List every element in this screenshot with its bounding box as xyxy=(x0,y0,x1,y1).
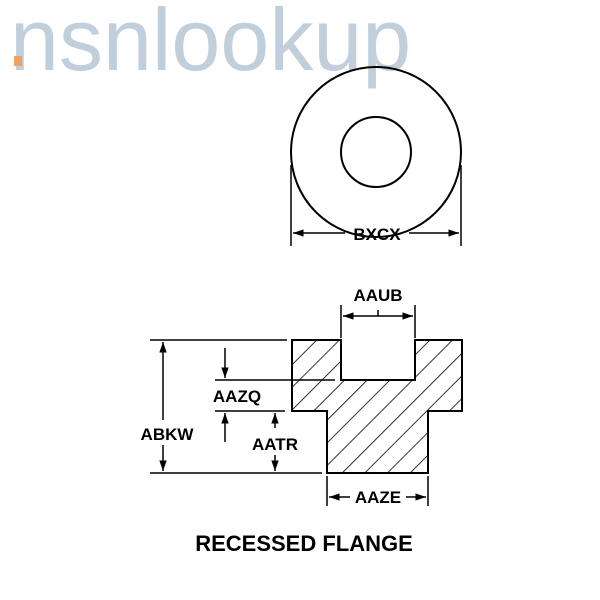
top-view xyxy=(290,66,462,246)
section-view xyxy=(291,339,463,474)
dimension-label-aaze: AAZE xyxy=(355,488,401,507)
dimension-label-abkw: ABKW xyxy=(141,425,195,444)
watermark-dot xyxy=(14,56,22,66)
dimension-label-aazq: AAZQ xyxy=(213,387,261,406)
dimension-label-aaub: AAUB xyxy=(353,286,402,305)
diagram-title: RECESSED FLANGE xyxy=(195,531,413,556)
outer-circle xyxy=(290,66,462,238)
dimension-label-aatr: AATR xyxy=(252,435,298,454)
inner-circle xyxy=(340,116,412,188)
dimension-lines xyxy=(150,305,429,506)
dimension-label-bxcx: BXCX xyxy=(353,225,401,244)
watermark-text: nsnlookup xyxy=(10,0,411,89)
